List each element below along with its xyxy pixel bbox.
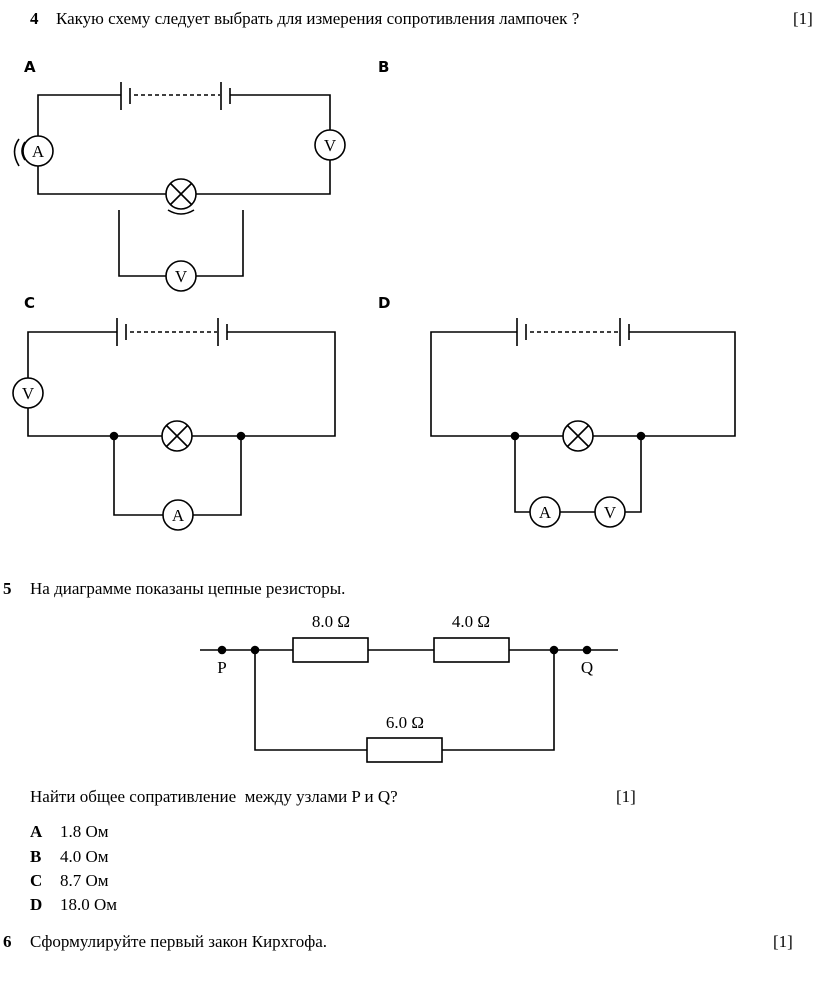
ammeter-icon: A (529, 496, 561, 528)
circuit-d: A V (430, 318, 736, 528)
q6-number: 6 (3, 932, 12, 951)
answer-b-text: 4.0 Ом (60, 847, 109, 866)
lamp-icon (165, 178, 197, 215)
resistor-6-label: 6.0 Ω (386, 713, 424, 732)
svg-text:V: V (175, 267, 188, 286)
answer-a-letter: A (30, 822, 43, 841)
svg-text:A: A (172, 506, 185, 525)
lamp-icon (161, 420, 193, 452)
option-a-label: A (24, 58, 36, 76)
q4-marks: [1] (793, 9, 813, 28)
answer-d-text: 18.0 Ом (60, 895, 118, 914)
resistor-4-ohm (433, 637, 510, 663)
answer-a-text: 1.8 Ом (60, 822, 109, 841)
ammeter-icon: A (13, 135, 54, 167)
voltmeter-icon: V (165, 260, 197, 292)
q6-marks: [1] (773, 932, 793, 951)
q4-number: 4 (30, 9, 39, 28)
svg-text:A: A (32, 142, 45, 161)
node-p-dot (217, 645, 227, 655)
node-p-label: P (217, 658, 226, 677)
resistor-8-label: 8.0 Ω (312, 612, 350, 631)
circuit-a: A V V (13, 82, 346, 292)
answer-d-letter: D (30, 895, 43, 914)
option-d-label: D (378, 294, 391, 312)
voltmeter-icon: V (12, 377, 44, 409)
junction-dot (549, 645, 559, 655)
node-q-label: Q (581, 658, 593, 677)
resistor-6-ohm (366, 737, 443, 763)
option-b-label: B (378, 58, 390, 76)
resistor-network: 8.0 Ω 4.0 Ω 6.0 Ω P Q (200, 612, 618, 763)
q5-marks: [1] (616, 787, 636, 806)
battery-icon (516, 318, 630, 346)
junction-dot (250, 645, 260, 655)
resistor-8-ohm (292, 637, 369, 663)
q5-number: 5 (3, 579, 12, 598)
battery-icon (116, 318, 228, 346)
q4-text: Какую схему следует выбрать для измерени… (56, 9, 580, 28)
voltmeter-icon: V (314, 129, 346, 161)
resistor-4-label: 4.0 Ω (452, 612, 490, 631)
svg-text:V: V (22, 384, 35, 403)
option-c-label: C (24, 294, 36, 312)
ammeter-icon: A (162, 499, 194, 531)
battery-icon (120, 82, 231, 110)
q6-text: Сформулируйте первый закон Кирхгофа. (30, 932, 328, 951)
q5-text: На диаграмме показаны цепные резисторы. (30, 579, 346, 598)
lamp-icon (562, 420, 594, 452)
svg-text:V: V (324, 136, 337, 155)
answer-c-letter: C (30, 871, 43, 890)
answer-b-letter: B (30, 847, 42, 866)
svg-text:A: A (539, 503, 552, 522)
voltmeter-icon: V (594, 496, 626, 528)
q5-question: Найти общее сопративление между узлами P… (30, 787, 398, 806)
answer-c-text: 8.7 Ом (60, 871, 109, 890)
svg-text:V: V (604, 503, 617, 522)
node-q-dot (582, 645, 592, 655)
circuit-c: V A (12, 318, 336, 531)
